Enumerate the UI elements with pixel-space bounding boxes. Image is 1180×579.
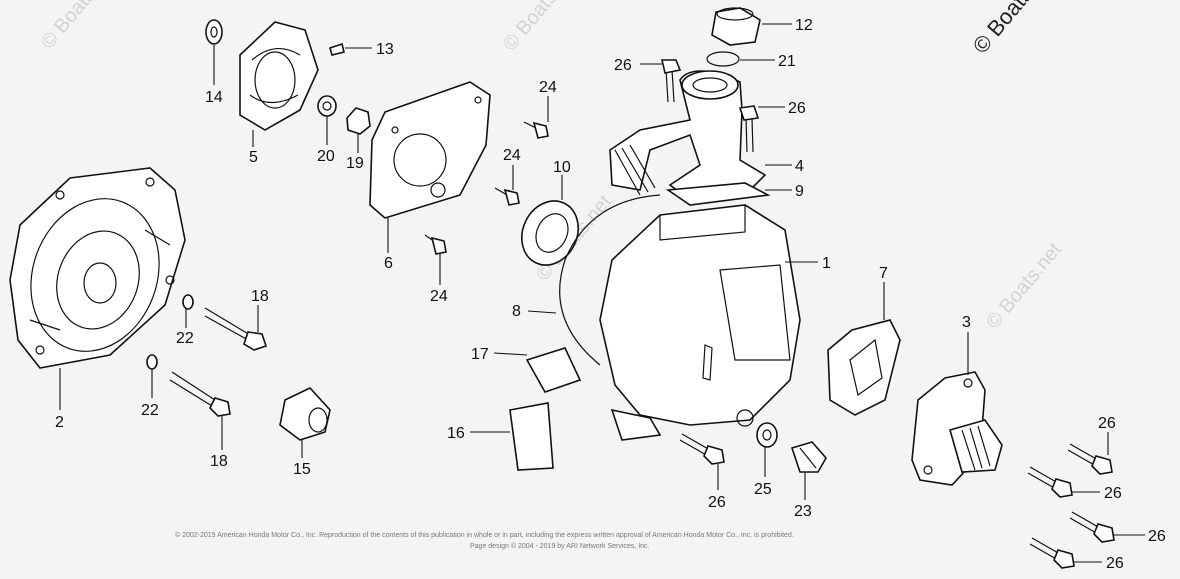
part-discharge-elbow (609, 70, 767, 201)
part-washer (205, 19, 223, 45)
callout-5[interactable]: 5 (249, 149, 258, 166)
part-bolt (660, 59, 682, 103)
part-seal-ring (521, 200, 579, 266)
callout-26[interactable]: 26 (1104, 485, 1122, 502)
callout-24[interactable]: 24 (539, 79, 557, 96)
watermark: © Boats.net (968, 0, 1061, 58)
callout-14[interactable]: 14 (205, 89, 223, 106)
callout-10[interactable]: 10 (553, 159, 571, 176)
part-inlet-gasket (827, 319, 901, 416)
callout-24[interactable]: 24 (430, 288, 448, 305)
callout-21[interactable]: 21 (778, 53, 796, 70)
callout-26[interactable]: 26 (614, 57, 632, 74)
callout-17[interactable]: 17 (471, 346, 489, 363)
part-label-large (509, 402, 554, 471)
part-filler-cap (711, 7, 761, 46)
callout-16[interactable]: 16 (447, 425, 465, 442)
part-impeller-cover (239, 21, 319, 131)
callout-2[interactable]: 2 (55, 414, 64, 431)
callout-7[interactable]: 7 (879, 265, 888, 282)
callout-18[interactable]: 18 (210, 453, 228, 470)
callout-19[interactable]: 19 (346, 155, 364, 172)
part-bolt (494, 187, 520, 206)
leader-lines (59, 23, 1145, 563)
callout-26[interactable]: 26 (1148, 528, 1166, 545)
callout-12[interactable]: 12 (795, 17, 813, 34)
callout-22[interactable]: 22 (141, 402, 159, 419)
part-label-small (525, 347, 582, 393)
callout-25[interactable]: 25 (754, 481, 772, 498)
page-design-line: Page design © 2004 - 2019 by ARI Network… (470, 542, 650, 550)
callout-1[interactable]: 1 (822, 255, 831, 272)
callout-13[interactable]: 13 (376, 41, 394, 58)
part-washer (317, 95, 337, 117)
part-bolt (1067, 443, 1113, 475)
copyright-line: © 2002-2019 American Honda Motor Co., In… (175, 531, 794, 539)
watermark: © Boats.net (499, 0, 583, 55)
part-bolt (204, 307, 268, 351)
part-pump-casing (599, 204, 801, 441)
part-bolt (424, 234, 447, 255)
part-bolt (1029, 537, 1075, 569)
part-o-ring (559, 194, 661, 366)
callout-26[interactable]: 26 (1106, 555, 1124, 572)
part-bolt (1027, 466, 1073, 498)
callout-4[interactable]: 4 (795, 158, 804, 175)
callout-26[interactable]: 26 (708, 494, 726, 511)
part-housing-cover (9, 167, 186, 369)
part-bolt (679, 433, 725, 465)
part-drain-washer (756, 422, 778, 448)
part-key (329, 42, 345, 56)
part-cap-o-ring (706, 51, 740, 67)
callout-24[interactable]: 24 (503, 147, 521, 164)
callout-6[interactable]: 6 (384, 255, 393, 272)
callout-18[interactable]: 18 (251, 288, 269, 305)
callout-3[interactable]: 3 (962, 314, 971, 331)
callout-26[interactable]: 26 (1098, 415, 1116, 432)
part-elbow-gasket (665, 182, 771, 206)
part-washer (182, 294, 194, 310)
callout-9[interactable]: 9 (795, 183, 804, 200)
callout-20[interactable]: 20 (317, 148, 335, 165)
part-bushing (279, 387, 331, 441)
part-drain-plug (790, 441, 827, 473)
part-suction-fitting (911, 371, 1003, 486)
callout-22[interactable]: 22 (176, 330, 194, 347)
part-bolt (169, 371, 231, 417)
callout-26[interactable]: 26 (788, 100, 806, 117)
watermark: © Boats.net (982, 238, 1066, 333)
part-cap-nut (346, 107, 371, 135)
part-washer (146, 354, 158, 370)
callout-15[interactable]: 15 (293, 461, 311, 478)
part-mechanical-seal-plate (369, 81, 491, 219)
callout-8[interactable]: 8 (512, 303, 521, 320)
watermark: © Boats.net (37, 0, 121, 53)
callout-23[interactable]: 23 (794, 503, 812, 520)
part-bolt (523, 121, 549, 139)
part-bolt (1069, 511, 1115, 543)
part-bolt (738, 105, 760, 153)
